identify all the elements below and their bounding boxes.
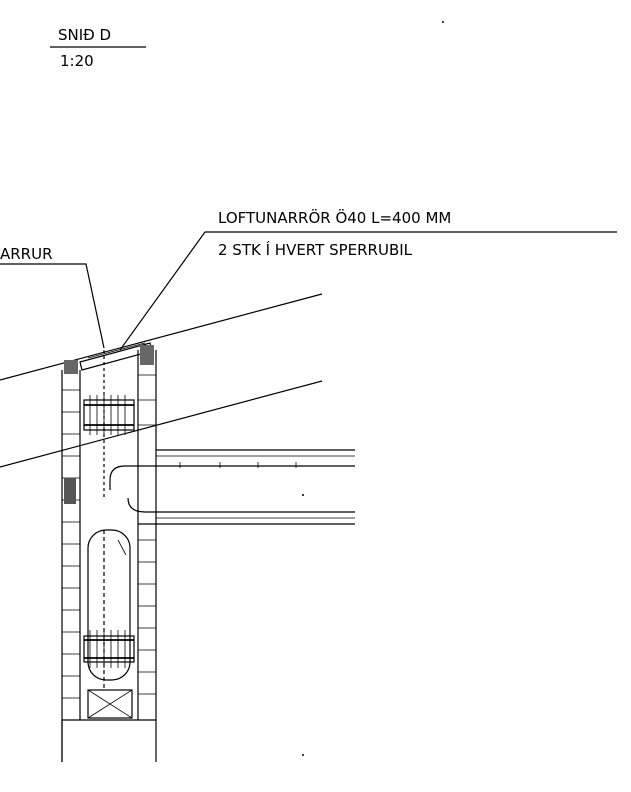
roof-bottom-line	[0, 380, 323, 468]
stray-dot-slab	[302, 494, 304, 496]
hatch-block-left	[64, 478, 76, 504]
upper-rebar-cage	[83, 350, 135, 500]
lower-rebar-cage	[83, 529, 135, 690]
floor-slab	[109, 449, 355, 540]
stray-dot	[442, 21, 444, 23]
slab-rebar-bottom	[127, 497, 355, 513]
title-block: SNIÐ D 1:20	[50, 21, 444, 70]
wall-section	[61, 345, 157, 762]
left-label-text: ARRUR	[0, 245, 53, 263]
vent-callout: LOFTUNARRÖR Ö40 L=400 MM 2 STK Í HVERT S…	[119, 208, 617, 351]
vent-pipe-cap-inner	[87, 342, 146, 359]
roof-top-line	[0, 293, 323, 381]
vent-leader-line	[119, 231, 617, 351]
left-coursing	[62, 389, 80, 699]
hatch-block-top-right	[140, 345, 154, 365]
left-callout: ARRUR	[0, 245, 105, 349]
stray-dot-bottom	[302, 754, 304, 756]
base-cross	[87, 689, 133, 719]
section-title: SNIÐ D	[58, 26, 111, 44]
left-leader-line	[0, 263, 105, 349]
vent-label-line1: LOFTUNARRÖR Ö40 L=400 MM	[218, 208, 451, 227]
roof	[0, 293, 323, 468]
vent-label-line2: 2 STK Í HVERT SPERRUBIL	[218, 240, 413, 259]
slab-rebar-top	[109, 465, 355, 490]
hatch-block-top-left	[64, 360, 78, 374]
section-scale: 1:20	[60, 52, 94, 70]
right-coursing	[138, 374, 156, 695]
